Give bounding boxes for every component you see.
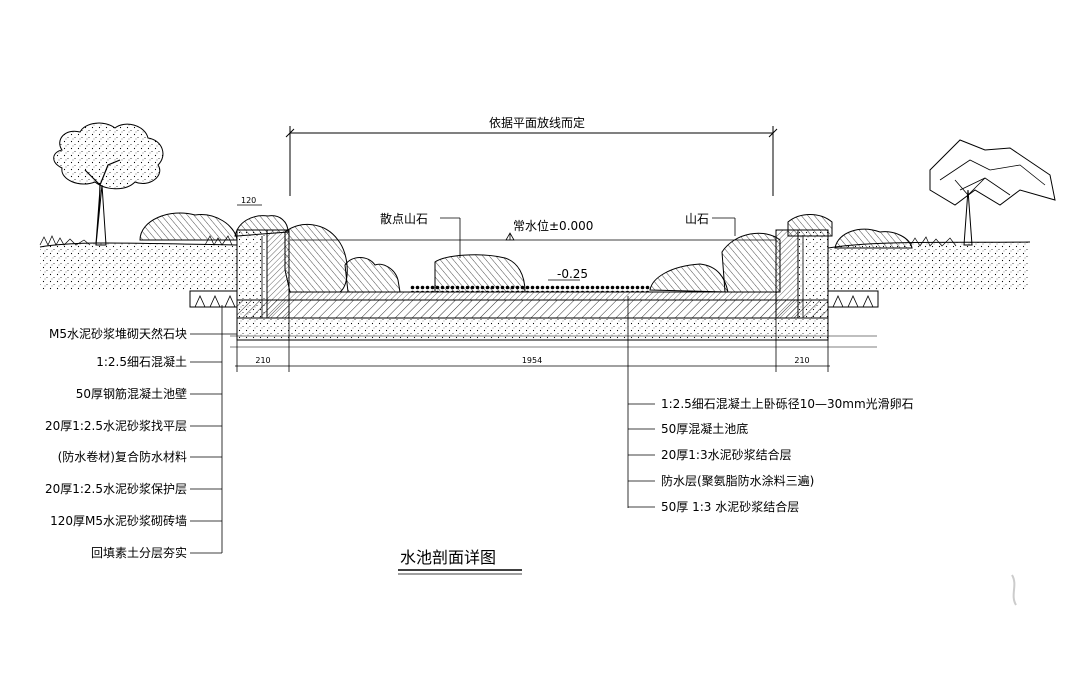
pool-rocks [284,223,781,293]
callout-right-1: 1:2.5细石混凝土上卧砾径10—30mm光滑卵石 [661,396,914,411]
ground-right [827,228,1031,290]
rock-icon [284,223,348,293]
rock-icon [787,214,833,237]
label-scattered-rocks: 散点山石 [380,211,428,226]
watermark-mark [1011,574,1017,606]
callout-right-4: 防水层(聚氨脂防水涂料三遍) [661,473,814,488]
callout-left-7: 120厚M5水泥砂浆砌砖墙 [50,513,187,528]
drawing-title: 水池剖面详图 [398,548,522,575]
bottom-dimension [235,318,830,372]
rock-icon [434,254,526,293]
dim-right: 210 [794,356,809,365]
callout-right-3: 20厚1:3水泥砂浆结合层 [661,447,792,462]
ground-left [39,212,238,290]
callout-right-5: 50厚 1:3 水泥砂浆结合层 [661,499,799,514]
dimension-note: 依据平面放线而定 [489,115,585,130]
drawing-title-text: 水池剖面详图 [400,548,496,567]
rock-icon [344,257,401,293]
callout-right-2: 50厚混凝土池底 [661,421,748,436]
callout-left-4: 20厚1:2.5水泥砂浆找平层 [45,418,187,433]
top-dimension: 依据平面放线而定 [285,115,778,196]
label-bottom-level: -0.25 [557,267,588,281]
left-callouts: M5水泥砂浆堆砌天然石块 1:2.5细石混凝土 50厚钢筋混凝土池壁 20厚1:… [45,305,877,560]
callout-left-3: 50厚钢筋混凝土池壁 [76,386,187,401]
callout-left-5: (防水卷材)复合防水材料 [58,449,187,464]
callout-left-8: 回填素土分层夯实 [91,545,187,560]
rock-icon [649,263,729,293]
right-callouts: 1:2.5细石混凝土上卧砾径10—30mm光滑卵石 50厚混凝土池底 20厚1:… [627,296,914,514]
callout-left-2: 1:2.5细石混凝土 [96,354,187,369]
shrub-icon [834,228,913,249]
dim-middle: 1954 [522,356,542,365]
ground-slab [189,290,879,308]
pool-structure [234,214,833,341]
label-water-level: 常水位±0.000 [513,218,593,233]
callout-left-1: M5水泥砂浆堆砌天然石块 [49,326,187,341]
rock-icon [234,215,289,237]
rock-icon [721,232,781,293]
shrub-icon [139,212,238,241]
label-rock: 山石 [685,212,709,226]
top-leaders [440,217,736,281]
dim-wall-top: 120 [241,196,256,205]
tree-right-icon [929,139,1056,246]
callout-left-6: 20厚1:2.5水泥砂浆保护层 [45,481,187,496]
dim-left: 210 [255,356,270,365]
